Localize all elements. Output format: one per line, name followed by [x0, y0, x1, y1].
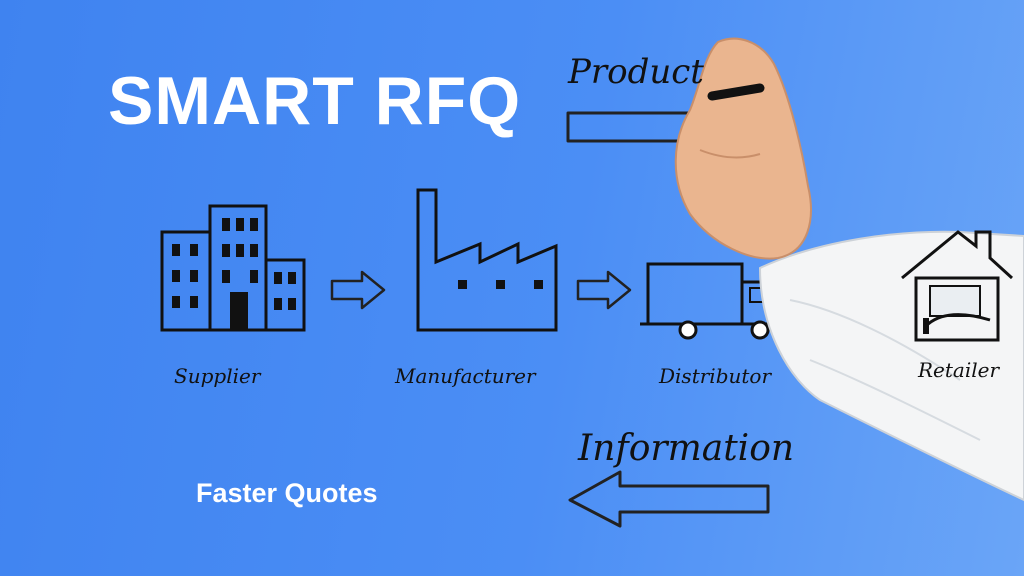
information-arrow: [568, 470, 770, 528]
information-label: Information: [578, 428, 795, 469]
flow-arrow-2: [576, 270, 632, 310]
office-buildings-icon: [160, 204, 306, 332]
stage-label-distributor: Distributor: [659, 364, 772, 388]
factory-icon: [416, 188, 558, 332]
page-title: SMART RFQ: [108, 63, 522, 139]
subtitle: Faster Quotes: [196, 478, 378, 508]
flow-arrow-1: [330, 270, 386, 310]
product-label: Product: [568, 52, 704, 92]
store-house-icon: [901, 230, 1014, 342]
stage-label-manufacturer: Manufacturer: [395, 364, 536, 388]
stage-label-supplier: Supplier: [174, 364, 261, 388]
stage-label-retailer: Retailer: [918, 358, 1000, 382]
